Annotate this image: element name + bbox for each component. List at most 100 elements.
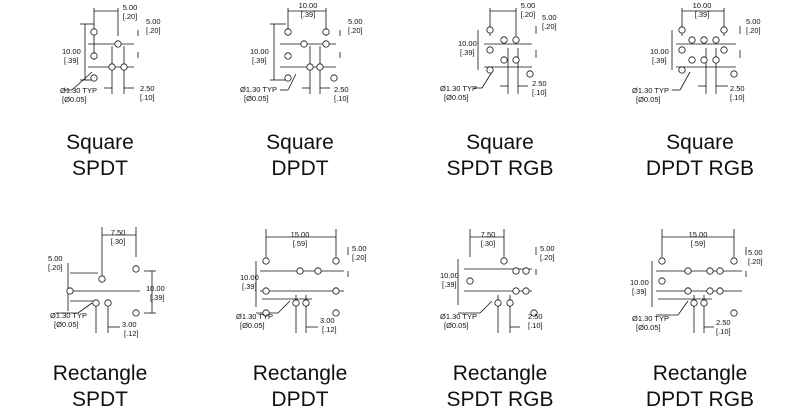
- pin: [678, 66, 686, 74]
- pin: [296, 267, 304, 275]
- pin: [90, 52, 98, 60]
- pin: [512, 36, 520, 44]
- footprint-drawing: 5.00 [.20] 5.00 [.20] 10.00 [.39] Ø1.30 …: [60, 3, 161, 104]
- right-dim-inch: [.20]: [352, 253, 367, 262]
- top-dim: 15.00: [291, 230, 310, 239]
- pin-dim: Ø1.30 TYP: [632, 86, 669, 95]
- left-dim: 10.00: [630, 278, 649, 287]
- footprint-square-spdt-rgb: 5.00 [.20] 5.00 [.20] 10.00 [.39] Ø1.30 …: [400, 0, 600, 205]
- pin-dim-inch: [Ø0.05]: [240, 321, 265, 330]
- pin: [700, 56, 708, 64]
- bottom-dim: 3.00: [320, 316, 335, 325]
- pin: [486, 66, 494, 74]
- pin: [92, 299, 100, 307]
- top-dim: 7.50: [111, 228, 126, 237]
- caption-shape: Square: [466, 131, 534, 154]
- right-dim: 5.00: [542, 13, 557, 22]
- pin-dim-inch: [Ø0.05]: [54, 320, 79, 329]
- left-dim: 10.00: [62, 47, 81, 56]
- pin-dim: Ø1.30 TYP: [60, 86, 97, 95]
- left-dim: 5.00: [48, 254, 63, 263]
- pin: [120, 63, 128, 71]
- caption-type: SPDT RGB: [446, 157, 554, 180]
- bottom-dim-inch: [.10]: [528, 321, 543, 330]
- right-dim: 10.00: [146, 284, 165, 293]
- top-dim: 5.00: [123, 3, 138, 12]
- bottom-dim: 2.50: [334, 85, 349, 94]
- right-dim-inch: [.20]: [146, 26, 161, 35]
- left-dim: 10.00: [250, 47, 269, 56]
- bottom-dim-inch: [.10]: [532, 88, 547, 97]
- right-dim: 5.00: [348, 17, 363, 26]
- top-dim: 5.00: [521, 1, 536, 10]
- top-dim-inch: [.59]: [691, 239, 706, 248]
- pin: [720, 26, 728, 34]
- caption-shape: Square: [66, 131, 134, 154]
- pin: [512, 267, 520, 275]
- bottom-dim: 2.50: [140, 84, 155, 93]
- left-dim-inch: [.39]: [652, 56, 667, 65]
- pin: [512, 287, 520, 295]
- pin: [678, 46, 686, 54]
- pin: [706, 287, 714, 295]
- right-dim: 5.00: [746, 17, 761, 26]
- caption-type: DPDT: [271, 388, 329, 411]
- pin: [506, 299, 514, 307]
- bottom-dim: 2.50: [528, 312, 543, 321]
- pin: [716, 287, 724, 295]
- caption-shape: Square: [266, 131, 334, 154]
- top-dim-inch: [.20]: [521, 10, 536, 19]
- pin: [262, 309, 270, 317]
- footprint-drawing: 15.00 [.59] 5.00 [.20] 10.00 [.39] Ø1.30…: [630, 229, 763, 336]
- caption-type: SPDT: [71, 388, 128, 411]
- bottom-dim-inch: [.12]: [124, 329, 139, 338]
- pin: [522, 287, 530, 295]
- pin: [500, 36, 508, 44]
- pin: [316, 63, 324, 71]
- caption-shape: Square: [666, 131, 734, 154]
- pin: [284, 74, 292, 82]
- pin: [330, 74, 338, 82]
- bottom-dim-inch: [.10]: [140, 93, 155, 102]
- pin-dim: Ø1.30 TYP: [240, 85, 277, 94]
- top-dim-inch: [.59]: [293, 239, 308, 248]
- pin: [108, 63, 116, 71]
- pin: [302, 299, 310, 307]
- left-dim: 10.00: [458, 39, 477, 48]
- caption-type: DPDT: [271, 157, 329, 180]
- pin: [90, 28, 98, 36]
- left-dim-inch: [.39]: [442, 280, 457, 289]
- pin-dim-inch: [Ø0.05]: [444, 321, 469, 330]
- pin: [678, 26, 686, 34]
- bottom-dim: 3.00: [122, 320, 137, 329]
- pin: [132, 265, 140, 273]
- pin: [688, 56, 696, 64]
- top-dim-inch: [.30]: [111, 237, 126, 246]
- pin: [500, 56, 508, 64]
- left-dim-inch: [.39]: [460, 48, 475, 57]
- caption-shape: Rectangle: [52, 362, 148, 385]
- footprint-rectangle-dpdt-rgb: 15.00 [.59] 5.00 [.20] 10.00 [.39] Ø1.30…: [600, 215, 800, 415]
- pin: [322, 28, 330, 36]
- right-dim-inch: [.20]: [746, 26, 761, 35]
- pin: [730, 257, 738, 265]
- left-dim-inch: [.39]: [64, 56, 79, 65]
- left-dim: 10.00: [440, 271, 459, 280]
- pin: [658, 277, 666, 285]
- caption-type: DPDT RGB: [645, 157, 755, 180]
- pin: [494, 299, 502, 307]
- top-dim-inch: [.39]: [301, 10, 316, 19]
- pin-dim-inch: [Ø0.05]: [244, 94, 269, 103]
- pin: [712, 36, 720, 44]
- pin: [690, 299, 698, 307]
- pin: [114, 40, 122, 48]
- right-dim-inch: [.20]: [748, 257, 763, 266]
- bottom-dim-inch: [.12]: [322, 325, 337, 334]
- top-dim-inch: [.30]: [481, 239, 496, 248]
- right-dim: 5.00: [352, 244, 367, 253]
- footprint-rectangle-dpdt: 15.00 [.59] 5.00 [.20] 10.00 [.39] Ø1.30…: [200, 215, 400, 415]
- pin: [466, 277, 474, 285]
- footprint-rectangle-spdt-rgb: 7.50 [.30] 5.00 [.20] 10.00 [.39] Ø1.30 …: [400, 215, 600, 415]
- pin: [262, 257, 270, 265]
- pin: [262, 287, 270, 295]
